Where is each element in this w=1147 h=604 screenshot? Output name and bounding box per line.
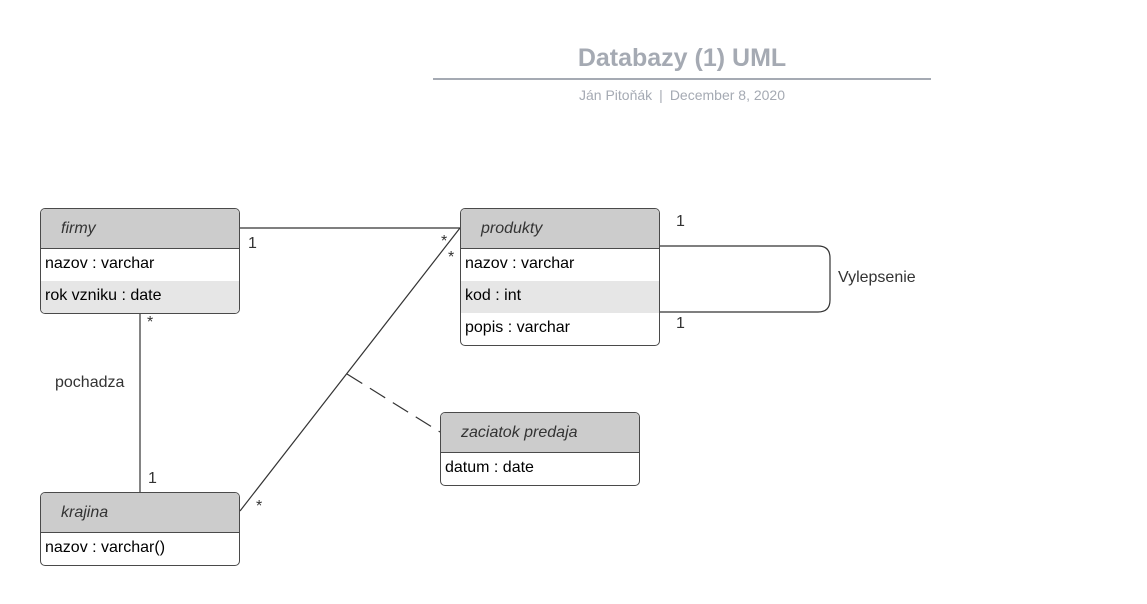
multiplicity-pochadza-krajina-end: 1 [148,470,157,487]
zaciatok-predaja-attribute: datum : date [445,459,534,476]
class-produkty[interactable]: produkty nazov : varchar kod : int popis… [460,208,660,346]
krajina-produkty-association-line[interactable] [239,227,461,512]
class-krajina-name: krajina [41,493,239,533]
class-krajina[interactable]: krajina nazov : varchar() [40,492,240,566]
association-label-pochadza: pochadza [55,374,125,391]
subtitle-separator: | [659,87,663,103]
produkty-attribute: popis : varchar [465,319,570,336]
firmy-attribute: nazov : varchar [45,255,155,272]
class-firmy[interactable]: firmy nazov : varchar rok vzniku : date [40,208,240,314]
multiplicity-vylepsenie-top-end: 1 [676,213,685,230]
diagram-title: Databazy (1) UML [577,44,787,72]
class-produkty-name: produkty [461,209,659,249]
produkty-attribute: kod : int [461,281,659,313]
multiplicity-krajina-produkty-produkty-end: * [448,249,455,266]
multiplicity-firmy-produkty-produkty-end: * [441,233,448,250]
association-label-vylepsenie: Vylepsenie [838,269,916,286]
multiplicity-firmy-produkty-firmy-end: 1 [248,235,257,252]
produkty-self-association-line[interactable] [660,245,831,313]
diagram-subtitle: Ján Pitoňák | December 8, 2020 [433,87,931,103]
krajina-attribute: nazov : varchar() [45,539,166,556]
title-underline [433,78,931,80]
association-class-dashed-link[interactable] [346,373,441,433]
diagram-date: December 8, 2020 [669,87,785,103]
class-firmy-name: firmy [41,209,239,249]
class-zaciatok-predaja[interactable]: zaciatok predaja datum : date [440,412,640,486]
class-zaciatok-predaja-name: zaciatok predaja [441,413,639,453]
multiplicity-vylepsenie-bottom-end: 1 [676,315,685,332]
firmy-attribute: rok vzniku : date [41,281,239,313]
multiplicity-pochadza-firmy-end: * [147,314,154,331]
produkty-attribute: nazov : varchar [465,255,575,272]
author-name: Ján Pitoňák [579,87,653,103]
multiplicity-krajina-produkty-krajina-end: * [256,498,263,515]
